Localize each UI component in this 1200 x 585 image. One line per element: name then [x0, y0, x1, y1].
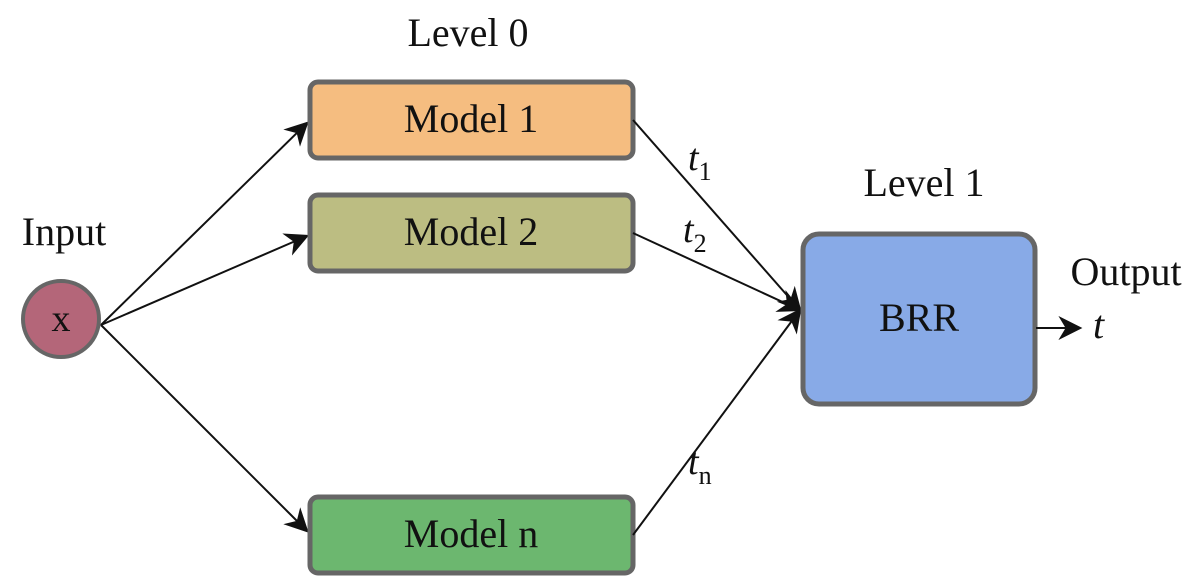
- prediction-t2-base: t: [683, 209, 695, 251]
- input-label: Input: [22, 209, 106, 254]
- brr-label: BRR: [879, 295, 959, 340]
- prediction-label-tn: tn: [688, 441, 712, 490]
- prediction-t1-sub: 1: [699, 157, 712, 186]
- input-node: [21, 279, 101, 359]
- level-0-title: Level 0: [407, 10, 528, 55]
- arrow-input-to-model-1: [100, 121, 309, 326]
- input-node-label: x: [52, 298, 71, 340]
- model-1-box: Model 1: [307, 79, 636, 161]
- prediction-tn-base: t: [688, 441, 700, 483]
- model-n-box: Model n: [307, 494, 636, 576]
- model-2-box: Model 2: [307, 192, 636, 274]
- arrow-model-1-to-brr: [632, 119, 802, 312]
- prediction-t1-base: t: [688, 137, 700, 179]
- prediction-label-t1: t1: [688, 137, 712, 186]
- arrow-input-to-model-2: [100, 233, 310, 326]
- prediction-t2-sub: 2: [694, 229, 707, 258]
- prediction-tn-sub: n: [699, 461, 712, 490]
- arrow-input-to-model-n: [100, 324, 309, 533]
- level-1-title: Level 1: [863, 160, 984, 205]
- brr-box: BRR: [800, 231, 1038, 407]
- model-1-label: Model 1: [404, 96, 538, 141]
- model-n-label: Model n: [404, 511, 538, 556]
- prediction-label-t2: t2: [683, 209, 707, 258]
- arrow-model-2-to-brr: [632, 232, 803, 312]
- output-symbol: t: [1093, 302, 1105, 347]
- model-2-label: Model 2: [404, 209, 538, 254]
- arrow-model-n-to-brr: [632, 308, 802, 536]
- output-label: Output: [1070, 249, 1181, 294]
